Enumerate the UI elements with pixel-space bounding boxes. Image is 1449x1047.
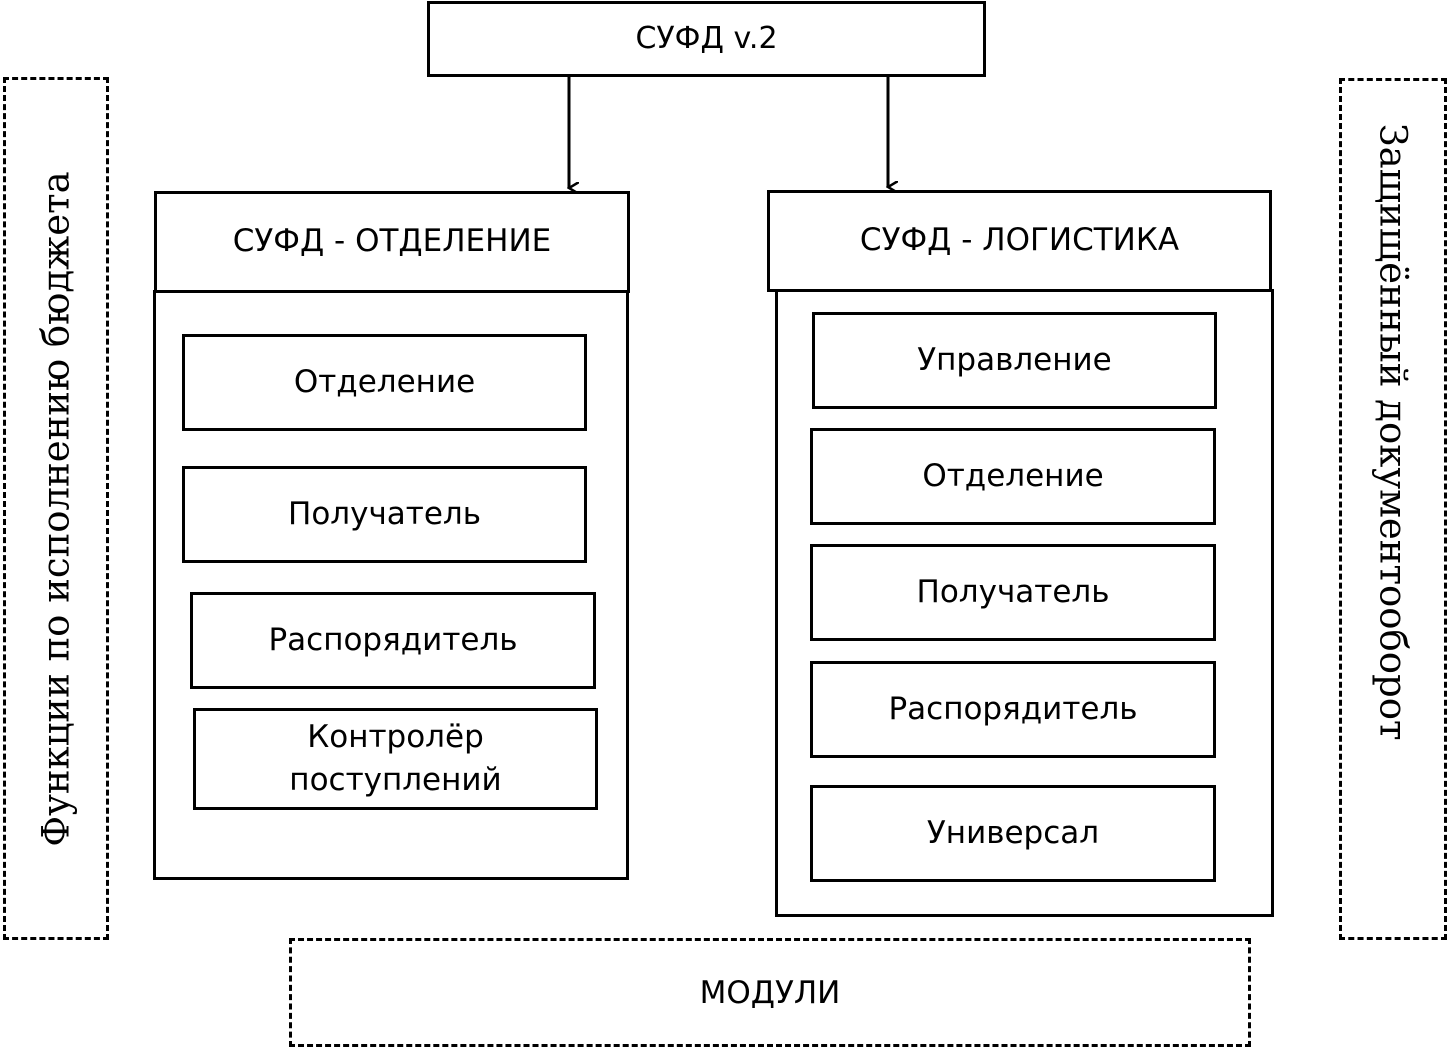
branch-logistika-header: СУФД - ЛОГИСТИКА bbox=[767, 190, 1272, 292]
root-node: СУФД v.2 bbox=[427, 1, 986, 77]
module-kontroler-postupleniy: Контролёр поступлений bbox=[193, 708, 598, 810]
modules-label: МОДУЛИ bbox=[699, 974, 841, 1011]
module-rasporyaditel-logistika: Распорядитель bbox=[810, 661, 1216, 758]
module-universal: Универсал bbox=[810, 785, 1216, 882]
branch-otdelenie-header: СУФД - ОТДЕЛЕНИЕ bbox=[154, 191, 630, 293]
budget-functions-panel: Функции по исполнению бюджета bbox=[3, 77, 109, 940]
module-otdelenie-logistika: Отделение bbox=[810, 428, 1216, 525]
secure-docflow-label: Защищённый документооборот bbox=[1371, 123, 1415, 741]
module-otdelenie: Отделение bbox=[182, 334, 587, 431]
modules-panel: МОДУЛИ bbox=[289, 938, 1251, 1047]
module-poluchatel: Получатель bbox=[182, 466, 587, 563]
module-upravlenie: Управление bbox=[812, 312, 1217, 409]
secure-docflow-panel: Защищённый документооборот bbox=[1339, 78, 1447, 940]
module-rasporyaditel: Распорядитель bbox=[190, 592, 596, 689]
module-poluchatel-logistika: Получатель bbox=[810, 544, 1216, 641]
budget-functions-label: Функции по исполнению бюджета bbox=[34, 170, 78, 847]
